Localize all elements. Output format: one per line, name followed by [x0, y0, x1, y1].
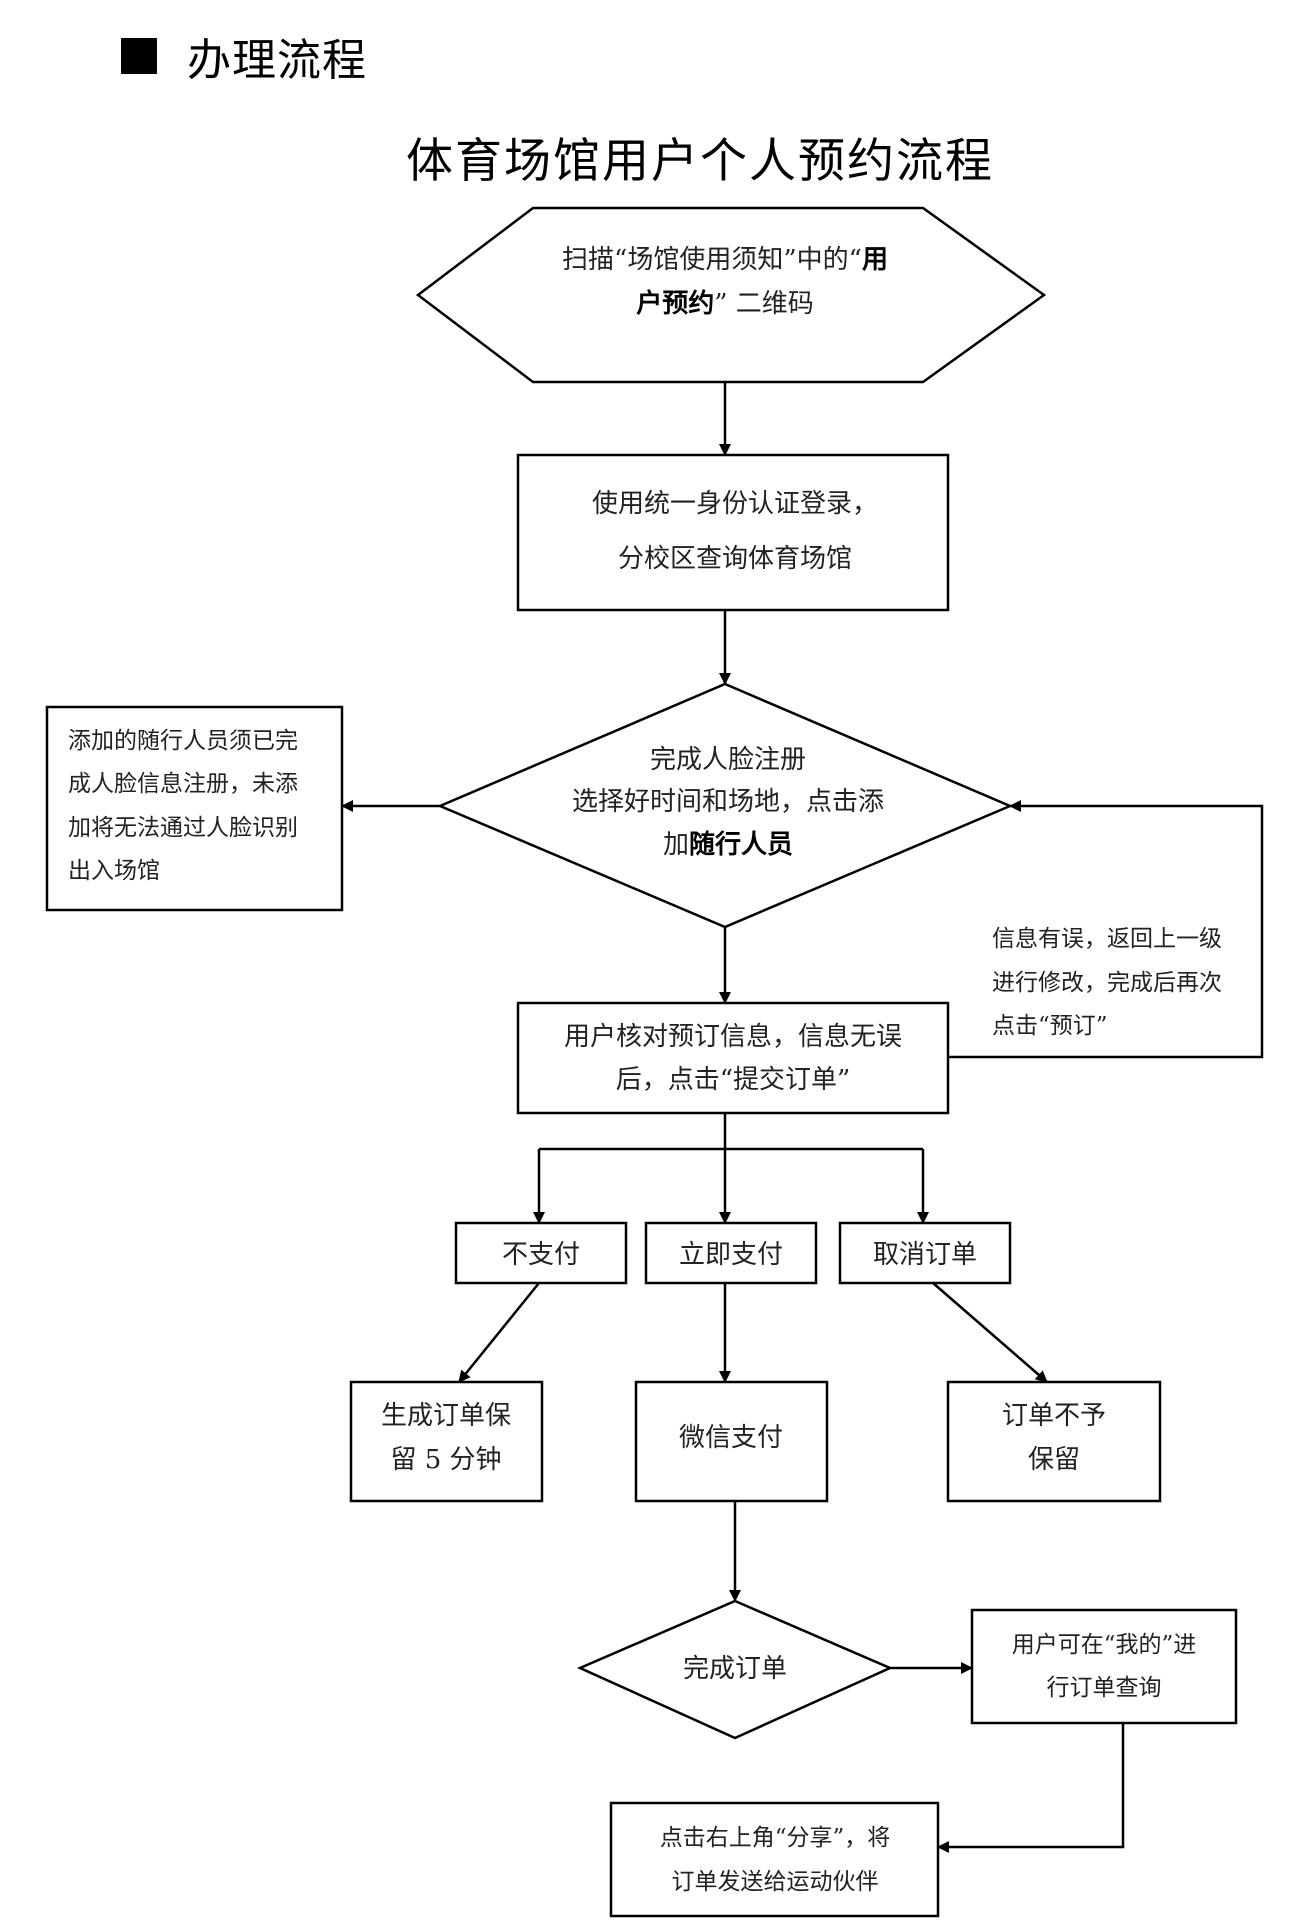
face-register-text-line: 完成人脸注册 — [650, 745, 806, 775]
companion-note-text-line: 添加的随行人员须已完 — [68, 728, 298, 754]
companion-note-rect — [45, 705, 344, 912]
not-kept-rect — [946, 1380, 1162, 1503]
verify-order-rect — [516, 1001, 950, 1115]
check-mine-rect — [970, 1608, 1238, 1725]
face-register-text-line: 选择好时间和场地，点击添 — [572, 787, 884, 817]
square-bullet-icon — [121, 38, 157, 74]
login-text-line: 使用统一身份认证登录， — [592, 489, 878, 519]
scan-qr-text-line: 扫描“场馆使用须知”中的“用 — [562, 245, 888, 275]
scan-qr-hexagon — [415, 206, 1047, 384]
companion-note-text-line: 加将无法通过人脸识别 — [68, 815, 298, 841]
hold-order-text-line: 留 5 分钟 — [390, 1445, 501, 1475]
diagram-title: 体育场馆用户个人预约流程 — [406, 134, 994, 189]
share-order-text-line: 点击右上角“分享”，将 — [660, 1825, 891, 1851]
error-note-text-line: 点击“预订” — [992, 1013, 1108, 1039]
face-register-text-line: 加随行人员 — [663, 829, 793, 860]
check-mine-text-line: 行订单查询 — [1047, 1675, 1162, 1701]
edge-verify-back-to-face — [948, 800, 1264, 1059]
verify-order-text-line: 用户核对预订信息，信息无误 — [564, 1022, 902, 1052]
check-mine-text-line: 用户可在“我的”进 — [1012, 1632, 1197, 1658]
cancel-order-text-line: 取消订单 — [873, 1240, 977, 1270]
error-note-text-line: 信息有误，返回上一级 — [992, 926, 1222, 952]
wechat-pay-rect — [634, 1380, 829, 1503]
hold-order-rect — [349, 1380, 544, 1503]
scan-qr-text-line: 户预约” 二维码 — [636, 288, 814, 319]
edge-mine-to-share — [937, 1723, 1125, 1853]
order-done-diamond — [576, 1599, 894, 1740]
login-text-line: 分校区查询体育场馆 — [618, 544, 852, 574]
companion-note-text-line: 成人脸信息注册，未添 — [68, 771, 298, 797]
share-order-text-line: 订单发送给运动伙伴 — [672, 1869, 879, 1895]
error-note-text-line: 进行修改，完成后再次 — [992, 970, 1222, 996]
no-pay-text-line: 不支付 — [502, 1240, 580, 1270]
wechat-pay-text-line: 微信支付 — [679, 1423, 783, 1453]
not-kept-text-line: 保留 — [1028, 1445, 1080, 1475]
pay-now-text-line: 立即支付 — [679, 1240, 783, 1270]
section-heading-text: 办理流程 — [187, 35, 367, 86]
not-kept-text-line: 订单不予 — [1002, 1401, 1106, 1431]
pay-now-rect — [644, 1221, 818, 1285]
companion-note-text-line: 出入场馆 — [68, 858, 160, 884]
section-heading: 办理流程 — [121, 26, 367, 86]
edge-nopay-to-hold — [458, 1282, 540, 1383]
share-order-rect — [609, 1801, 940, 1918]
hold-order-text-line: 生成订单保 — [381, 1401, 511, 1431]
order-done-text-line: 完成订单 — [683, 1654, 787, 1684]
verify-order-text-line: 后，点击“提交订单” — [616, 1065, 851, 1095]
login-rect — [516, 453, 950, 612]
edge-cancel-to-notkept — [932, 1282, 1048, 1383]
